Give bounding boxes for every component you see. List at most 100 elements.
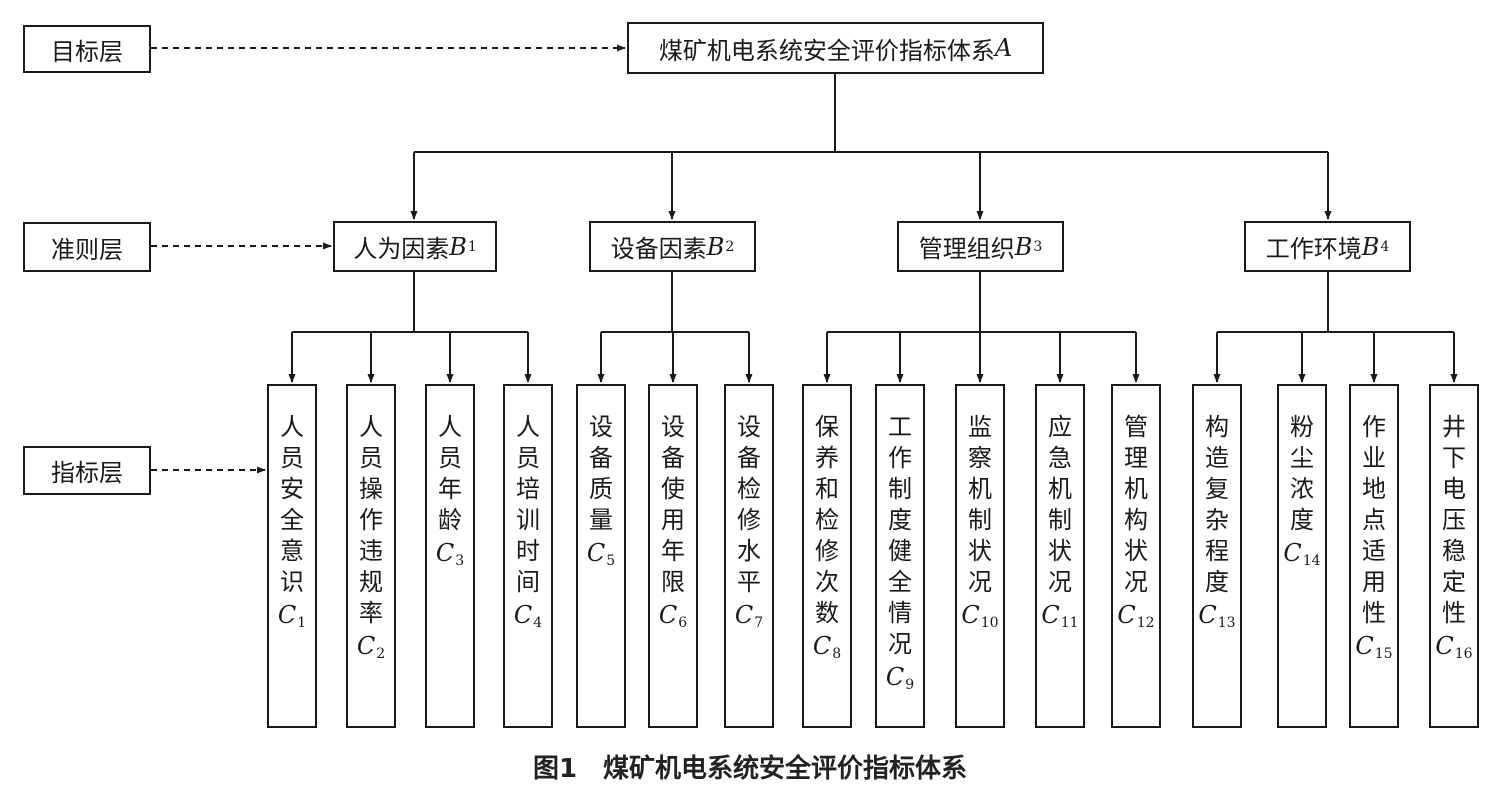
indicator-char: 设	[737, 413, 761, 441]
indicator-char: 机	[968, 475, 992, 503]
indicator-char: 备	[661, 444, 685, 472]
indicator-char: 年	[661, 537, 685, 565]
indicator-char: 电	[1442, 475, 1466, 503]
indicator-char: 况	[1124, 568, 1148, 596]
indicator-char: 机	[1124, 475, 1148, 503]
indicator-node-name: 应急机制状况	[1048, 412, 1072, 598]
indicator-node-c12: 管理机构状况 C12	[1111, 384, 1161, 728]
indicator-char: 人	[280, 413, 304, 441]
indicator-char: 下	[1442, 444, 1466, 472]
indicator-node-c16: 井下电压稳定性 C16	[1429, 384, 1479, 728]
indicator-char: 操	[359, 475, 383, 503]
indicator-char: 尘	[1290, 444, 1314, 472]
indicator-char: 质	[589, 475, 613, 503]
indicator-node-c15: 作业地点适用性 C15	[1349, 384, 1399, 728]
indicator-node-symbol: C	[734, 601, 754, 629]
indicator-node-c10: 监察机制状况 C10	[955, 384, 1005, 728]
indicator-char: 龄	[438, 506, 462, 534]
indicator-char: 员	[438, 444, 462, 472]
indicator-char: 度	[1290, 506, 1314, 534]
goal-layer-label: 目标层	[23, 25, 151, 73]
indicator-char: 制	[888, 475, 912, 503]
indicator-node-symbol: C	[658, 601, 678, 629]
indicator-char: 情	[888, 599, 912, 627]
indicator-node-symbol: C	[1355, 632, 1374, 660]
indicator-node-symbol: C	[277, 601, 297, 629]
indicator-char: 应	[1048, 413, 1072, 441]
indicator-node-subscript: 1	[297, 615, 307, 631]
indicator-node-name: 人员安全意识	[280, 412, 304, 598]
figure-caption: 图1 煤矿机电系统安全评价指标体系	[532, 754, 968, 784]
criteria-node-symbol: B	[449, 232, 467, 261]
indicator-char: 培	[516, 475, 540, 503]
criteria-node-name: 设备因素	[610, 235, 707, 263]
indicator-char: 性	[1442, 599, 1466, 627]
indicator-char: 限	[661, 568, 685, 596]
indicator-char: 压	[1442, 506, 1466, 534]
indicator-node-c8: 保养和检修次数 C8	[802, 384, 852, 728]
indicator-char: 保	[815, 413, 839, 441]
indicator-char: 稳	[1442, 537, 1466, 565]
indicator-node-name: 作业地点适用性	[1362, 412, 1386, 629]
indicator-node-subscript: 9	[905, 677, 915, 693]
indicator-node-symbol: C	[356, 632, 376, 660]
goal-node-name: 煤矿机电系统安全评价指标体系	[658, 36, 995, 65]
criteria-node-name: 人为因素	[353, 235, 450, 263]
indicator-node-symbol: C	[1435, 632, 1454, 660]
indicator-char: 度	[888, 506, 912, 534]
criteria-layer-label: 准则层	[23, 222, 151, 272]
indicator-char: 性	[1362, 599, 1386, 627]
indicator-node-subscript: 13	[1217, 615, 1236, 631]
indicator-node-name: 井下电压稳定性	[1442, 412, 1466, 629]
indicator-char: 工	[888, 413, 912, 441]
indicator-char: 健	[888, 537, 912, 565]
indicator-node-c5: 设备质量 C5	[576, 384, 626, 728]
indicator-node-name: 粉尘浓度	[1290, 412, 1314, 536]
indicator-node-subscript: 10	[980, 615, 999, 631]
criteria-node-name: 管理组织	[918, 235, 1015, 263]
indicator-char: 量	[589, 506, 613, 534]
indicator-node-symbol: C	[586, 539, 606, 567]
criteria-node-symbol: B	[1014, 232, 1033, 261]
criteria-node-subscript: 3	[1033, 238, 1043, 255]
indicator-node-name: 保养和检修次数	[815, 412, 839, 629]
indicator-node-name: 构造复杂程度	[1205, 412, 1229, 598]
indicator-char: 违	[359, 537, 383, 565]
indicator-node-subscript: 14	[1302, 553, 1321, 569]
indicator-node-c14: 粉尘浓度 C14	[1277, 384, 1327, 728]
indicator-char: 员	[359, 444, 383, 472]
indicator-node-symbol: C	[513, 601, 533, 629]
indicator-char: 检	[737, 475, 761, 503]
indicator-char: 作	[888, 444, 912, 472]
indicator-char: 况	[888, 630, 912, 658]
indicator-char: 况	[1048, 568, 1072, 596]
indicator-char: 定	[1442, 568, 1466, 596]
indicator-char: 人	[438, 413, 462, 441]
indicator-node-c13: 构造复杂程度 C13	[1192, 384, 1242, 728]
indicator-node-c7: 设备检修水平 C7	[724, 384, 774, 728]
indicator-char: 管	[1124, 413, 1148, 441]
indicator-node-symbol: C	[435, 539, 455, 567]
indicator-char: 状	[968, 537, 992, 565]
indicator-node-c9: 工作制度健全情况 C9	[875, 384, 925, 728]
indicator-char: 杂	[1205, 506, 1229, 534]
indicator-char: 年	[438, 475, 462, 503]
indicator-node-subscript: 4	[533, 615, 543, 631]
criteria-node-subscript: 1	[467, 238, 477, 255]
indicator-char: 数	[815, 599, 839, 627]
indicator-char: 程	[1205, 537, 1229, 565]
indicator-node-symbol: C	[1198, 601, 1217, 629]
indicator-char: 复	[1205, 475, 1229, 503]
indicator-char: 养	[815, 444, 839, 472]
indicator-node-name: 人员操作违规率	[359, 412, 383, 629]
indicator-node-subscript: 2	[376, 646, 386, 662]
indicator-char: 员	[280, 444, 304, 472]
indicator-char: 水	[737, 537, 761, 565]
indicator-char: 机	[1048, 475, 1072, 503]
